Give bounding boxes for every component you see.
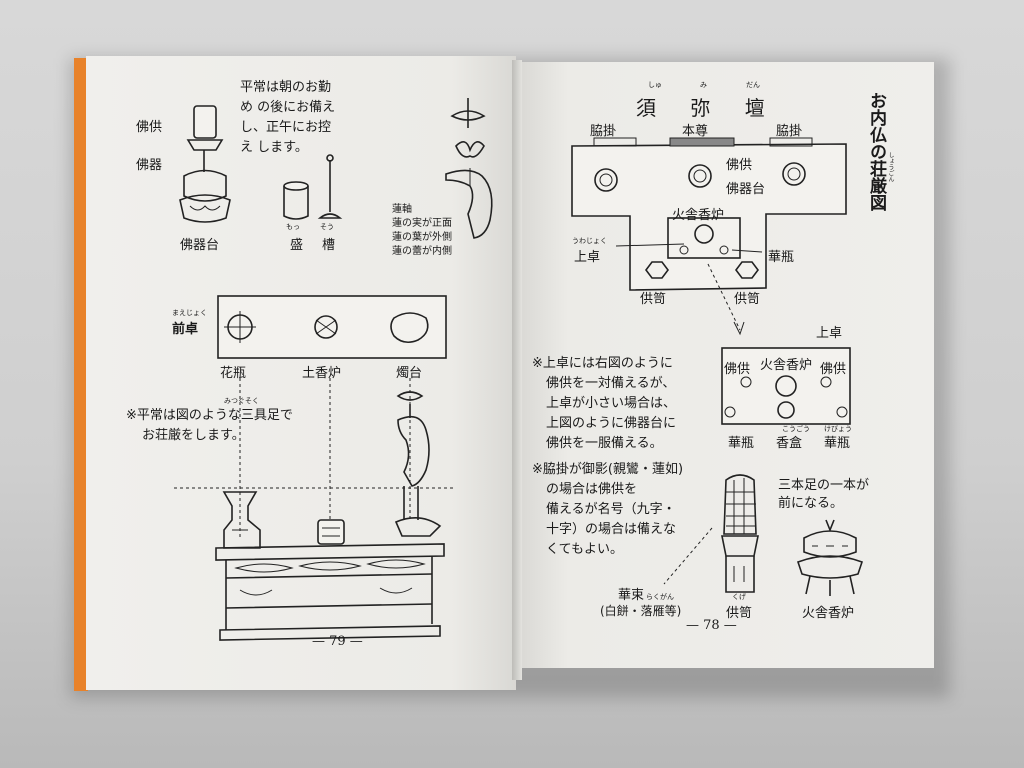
- label-shokudai: 燭台: [396, 366, 423, 381]
- note-line-2: お荘厳をします。: [142, 428, 245, 443]
- label-wakigake-right: 脇掛: [776, 124, 803, 139]
- rakugan-ruby: らくがん: [646, 593, 674, 601]
- shumidan-ruby-2: み: [700, 81, 707, 89]
- sanbonashi-line-2: 前になる。: [778, 496, 844, 511]
- note2-line-2: の場合は佛供を: [546, 482, 638, 497]
- label-kashakoro: 火舎香炉: [672, 208, 725, 223]
- kebyo-ruby: けびょう: [824, 425, 852, 433]
- note1-line-2: 佛供を一対備えるが、: [546, 376, 676, 391]
- crane-candlestick-illustration: [394, 391, 442, 537]
- lotus-note-4: 蓮の蕾が内側: [392, 246, 452, 257]
- mori-cup-illustration: [283, 181, 309, 220]
- label-mori: 盛: [290, 238, 304, 253]
- inset-kogo: 香盒: [776, 436, 803, 451]
- mitsugusoku-ruby: みつぐそく: [224, 397, 259, 405]
- sanbonashi-line-1: 三本足の一本が: [778, 478, 870, 493]
- note2-line-1: ※脇掛が御影(親鸞・蓮如): [532, 462, 684, 477]
- note1-line-5: 佛供を一服備える。: [546, 436, 663, 451]
- wakigake-right-mark: [769, 137, 813, 147]
- kesoku-illustration: [721, 474, 759, 593]
- book-gutter: [512, 60, 522, 680]
- maejoku-ruby: まえじょく: [172, 309, 207, 317]
- maejoku-items: [224, 311, 429, 344]
- left-page: [86, 56, 516, 690]
- label-kashakoro-bottom: 火舎香炉: [802, 606, 855, 621]
- label-kebyo: 華瓶: [768, 250, 795, 265]
- intro-line-4: え します。: [240, 140, 308, 155]
- note2-line-3: 備えるが名号（九字・: [546, 502, 676, 517]
- uwajoku-ruby: うわじょく: [572, 237, 607, 245]
- kuge-hex-right: [735, 261, 759, 279]
- intro-line-1: 平常は朝のお勤: [240, 80, 332, 95]
- label-uwajoku: 上卓: [574, 250, 601, 265]
- title-ruby: しょうごん: [887, 152, 894, 182]
- page-number-left: — 79 —: [312, 634, 363, 649]
- lotus-note-1: 蓮軸: [392, 204, 412, 215]
- label-kesoku-sub: (白餅・落雁等): [600, 604, 682, 618]
- label-maejoku: 前卓: [172, 322, 199, 337]
- vertical-title: お内仏の荘厳図: [866, 92, 886, 211]
- note1-line-4: 上図のように佛器台に: [546, 416, 677, 431]
- kuge-hex-left: [645, 261, 669, 279]
- kuge-ruby: くげ: [732, 593, 746, 601]
- altar-table-illustration: [215, 543, 445, 641]
- label-wakigake-left: 脇掛: [590, 124, 617, 139]
- book-cover-edge: [74, 58, 88, 691]
- mori-ruby: もっ: [286, 223, 300, 231]
- shumidan-title: 須 弥 壇: [636, 96, 779, 120]
- intro-line-2: め の後にお備え: [240, 100, 336, 115]
- label-kuge-right: 供笥: [734, 292, 761, 307]
- kogo-ruby: こうごう: [782, 425, 810, 433]
- wakigake-left-mark: [593, 137, 637, 147]
- butsukidai-circles: [594, 162, 806, 192]
- note2-line-4: 十字）の場合は備えな: [546, 522, 677, 537]
- note1-line-3: 上卓が小さい場合は、: [546, 396, 677, 411]
- page-number-right: — 78 —: [686, 618, 737, 633]
- label-butsukidai-r: 佛器台: [726, 182, 766, 197]
- label-butsuki: 佛器: [136, 158, 163, 173]
- honzon-mark: [669, 137, 735, 147]
- label-butsukidai: 佛器台: [180, 238, 220, 253]
- sou-ruby: そう: [320, 223, 334, 231]
- label-sou: 槽: [322, 238, 336, 253]
- note2-line-5: くてもよい。: [546, 542, 623, 557]
- label-kuge-left: 供笥: [640, 292, 667, 307]
- lotus-crane-illustration: [445, 98, 493, 239]
- butsugu-illustration: [179, 105, 231, 223]
- shumidan-ruby-1: しゅ: [648, 81, 662, 89]
- uwajoku-box: [667, 217, 741, 259]
- shumidan-plan: [571, 143, 847, 291]
- shumidan-ruby-3: だん: [746, 81, 760, 89]
- note1-line-1: ※上卓には右図のように: [532, 356, 673, 371]
- inset-kebyo-right: 華瓶: [824, 436, 851, 451]
- label-dokoro: 土香炉: [302, 366, 342, 381]
- sou-stick-illustration: [317, 154, 343, 219]
- note-line-1: ※平常は図のような三具足で: [126, 408, 293, 423]
- lotus-note-3: 蓮の葉が外側: [392, 232, 452, 243]
- dokoro-burner-illustration: [317, 519, 345, 545]
- kashakoro-illustration: [796, 519, 864, 596]
- inset-kashakoro: 火舎香炉: [760, 358, 813, 373]
- intro-line-3: し、正午にお控: [240, 120, 332, 135]
- label-kabin: 花瓶: [220, 366, 247, 381]
- label-kuge-bottom: 供笥: [726, 606, 753, 621]
- inset-butsugu-left: 佛供: [724, 362, 751, 377]
- label-butsugu-r: 佛供: [726, 158, 753, 173]
- lotus-note-2: 蓮の実が正面: [392, 218, 452, 229]
- inset-butsugu-right: 佛供: [820, 362, 847, 377]
- inset-kebyo-left: 華瓶: [728, 436, 755, 451]
- label-honzon: 本尊: [682, 124, 709, 139]
- inset-title: 上卓: [816, 326, 843, 341]
- label-butsugu: 佛供: [136, 120, 163, 135]
- label-kesoku: 華束: [618, 588, 645, 603]
